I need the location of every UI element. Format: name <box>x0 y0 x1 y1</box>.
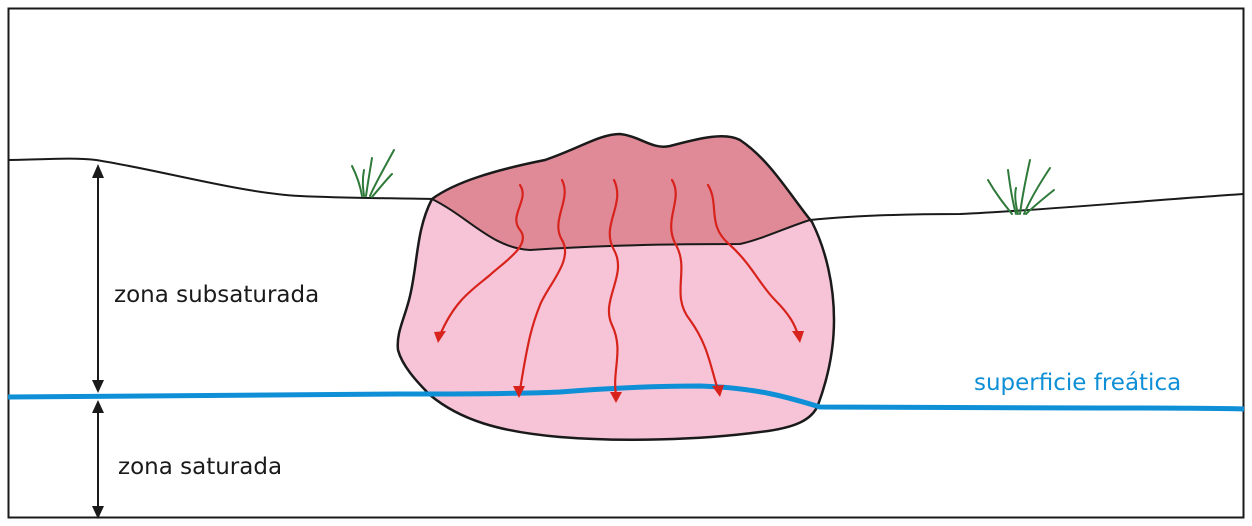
saturated-zone-label: zona saturada <box>118 454 282 480</box>
unsaturated-zone-label: zona subsaturada <box>114 282 319 308</box>
water-table-label: superficie freática <box>974 370 1181 396</box>
